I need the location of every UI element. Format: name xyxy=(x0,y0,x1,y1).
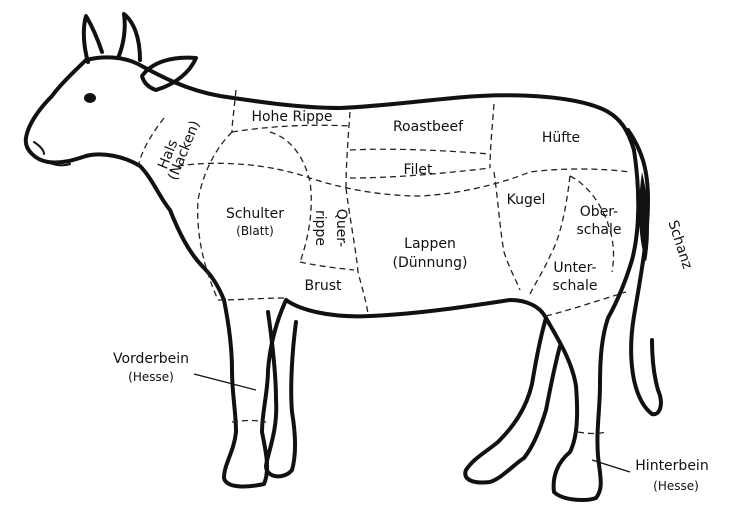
label-filet: Filet xyxy=(404,162,433,178)
label-lappen: Lappen xyxy=(404,236,456,252)
label-querrippe-2: rippe xyxy=(312,210,328,246)
label-vorderbein-hesse: (Hesse) xyxy=(128,370,174,384)
label-schanz: Schanz xyxy=(664,218,695,271)
label-roastbeef: Roastbeef xyxy=(393,119,464,135)
label-querrippe-1: Quer- xyxy=(333,209,349,247)
leader-vorderbein xyxy=(194,374,256,390)
cut-labels: Hals (Nacken) Hohe Rippe Roastbeef Hüfte… xyxy=(113,109,709,493)
label-oberschale-1: Ober- xyxy=(580,204,618,220)
label-hohe-rippe: Hohe Rippe xyxy=(251,109,332,125)
label-hinterbein-hesse: (Hesse) xyxy=(653,479,699,493)
label-vorderbein: Vorderbein xyxy=(113,351,189,367)
label-schulter: Schulter xyxy=(226,206,284,222)
label-blatt: (Blatt) xyxy=(236,224,274,238)
label-unterschale-1: Unter- xyxy=(553,260,596,276)
label-brust: Brust xyxy=(304,278,342,294)
label-oberschale-2: schale xyxy=(577,222,622,238)
label-hinterbein: Hinterbein xyxy=(635,458,708,474)
label-huefte: Hüfte xyxy=(542,130,580,146)
label-unterschale-2: schale xyxy=(553,278,598,294)
label-kugel: Kugel xyxy=(507,192,546,208)
cow-outline xyxy=(26,14,661,500)
label-duennung: (Dünnung) xyxy=(393,255,468,271)
